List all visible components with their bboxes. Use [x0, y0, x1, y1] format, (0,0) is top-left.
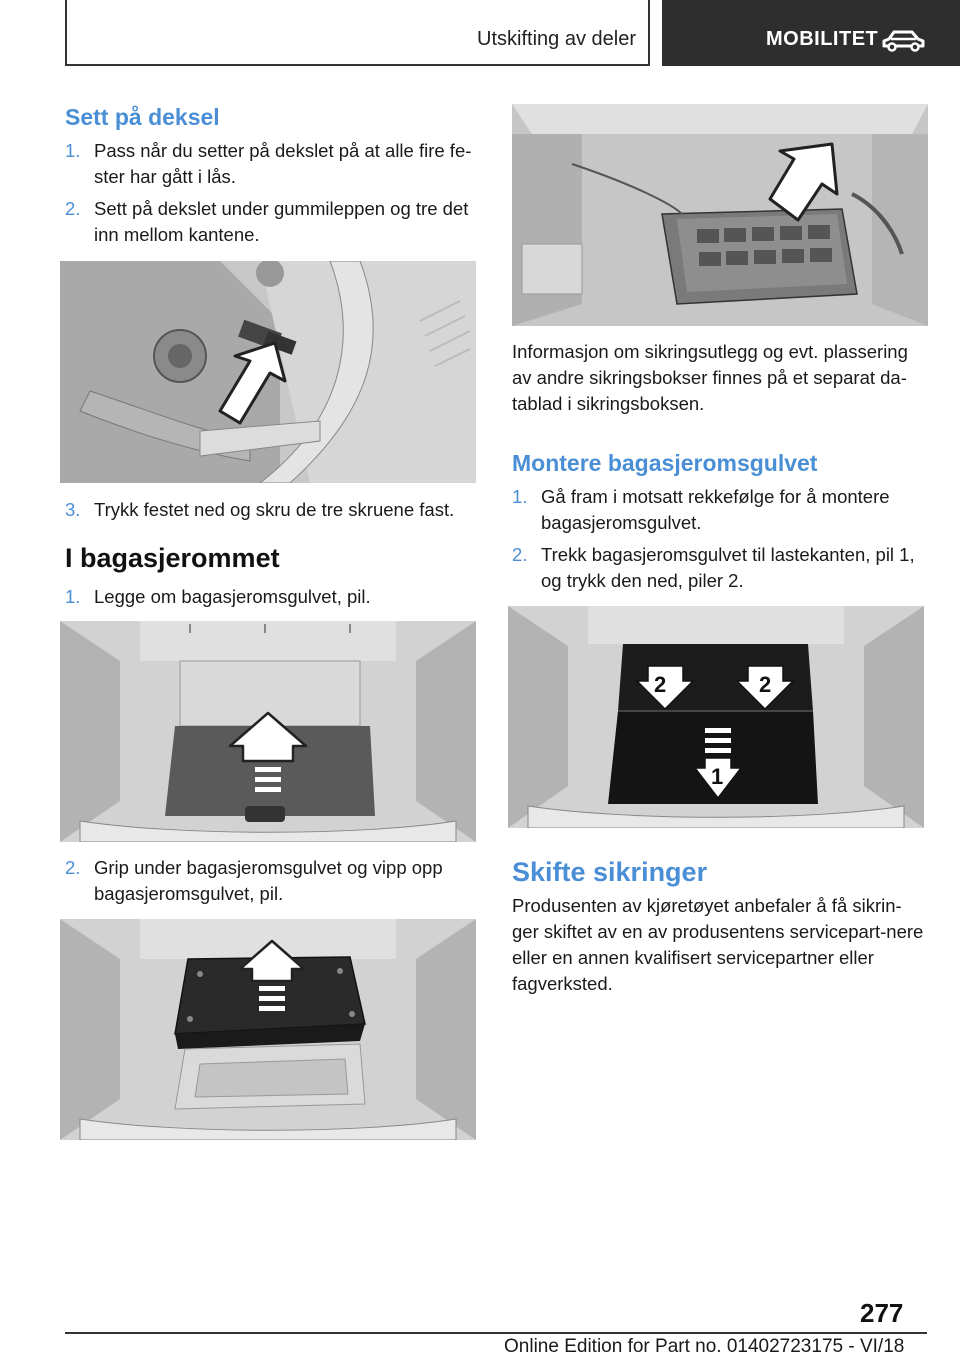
fuse-box-illustration — [512, 104, 928, 326]
step-number: 1. — [512, 486, 528, 507]
step-number: 2. — [65, 857, 81, 878]
step-number: 1. — [65, 586, 81, 607]
step-text: Trykk festet ned og skru de tre skruene … — [94, 499, 455, 520]
step-text: Pass når du setter på dekslet på at alle… — [94, 140, 472, 187]
footer-rule — [65, 1332, 927, 1334]
fuse-info-text: Informasjon om sikringsutlegg og evt. pl… — [512, 341, 908, 414]
step-text: Grip under bagasjeromsgulvet og vipp opp… — [94, 857, 443, 904]
list-item: 2. Grip under bagasjeromsgulvet og vipp … — [65, 855, 480, 907]
arrow-label-2-right: 2 — [759, 672, 771, 697]
heading-montere-bagasjeromsgulvet: Montere bagasjeromsgulvet — [512, 450, 818, 476]
chapter-label: MOBILITET — [766, 28, 879, 50]
car-icon — [882, 30, 925, 52]
footer-edition: Online Edition for Part no. 01402723175 … — [504, 1336, 905, 1357]
header-section-box — [65, 0, 650, 66]
list-item: 1. Legge om bagasjeromsgulvet, pil. — [65, 584, 480, 610]
step-text: Gå fram i motsatt rekkefølge for å monte… — [541, 486, 890, 533]
arrow-label-1: 1 — [711, 764, 723, 789]
step-number: 2. — [65, 198, 81, 219]
list-item: 2. Sett på dekslet under gummileppen og … — [65, 196, 480, 248]
list-item: 1. Gå fram i motsatt rekkefølge for å mo… — [512, 484, 928, 536]
list-item: 1. Pass når du setter på dekslet på at a… — [65, 138, 480, 190]
section-title: Utskifting av deler — [477, 28, 636, 50]
heading-skifte-sikringer: Skifte sikringer — [512, 857, 708, 887]
heading-sett-pa-deksel: Sett på deksel — [65, 104, 220, 130]
heading-i-bagasjerommet: I bagasjerommet — [65, 543, 280, 573]
step-text: Legge om bagasjeromsgulvet, pil. — [94, 586, 371, 607]
step-number: 1. — [65, 140, 81, 161]
step-number: 2. — [512, 544, 528, 565]
list-item: 2. Trekk bagasjeromsgulvet til lastekant… — [512, 542, 928, 594]
page-number: 277 — [860, 1298, 904, 1328]
step-text: Trekk bagasjeromsgulvet til lastekanten,… — [541, 544, 915, 591]
skifte-sikringer-text: Produsenten av kjøretøyet anbefaler å få… — [512, 895, 924, 994]
arrow-label-2-left: 2 — [654, 672, 666, 697]
trunk-floor-lift-illustration — [60, 919, 476, 1140]
fastener-illustration — [60, 261, 476, 483]
floor-install-illustration: 2 2 1 — [508, 606, 924, 828]
list-item: 3. Trykk festet ned og skru de tre skrue… — [65, 497, 480, 523]
trunk-floor-fold-illustration — [60, 621, 476, 842]
step-number: 3. — [65, 499, 81, 520]
step-text: Sett på dekslet under gummileppen og tre… — [94, 198, 469, 245]
